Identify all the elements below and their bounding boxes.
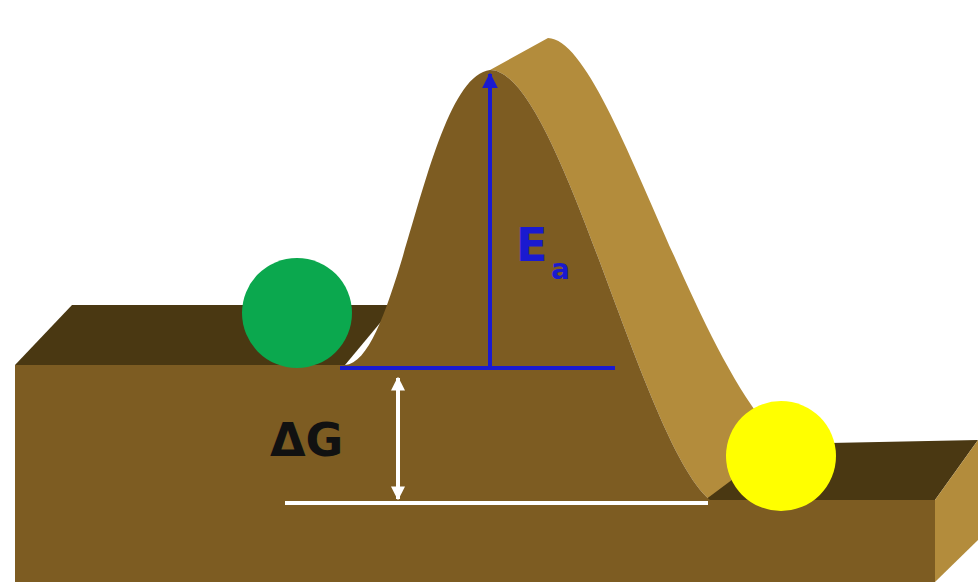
activation-arrow bbox=[488, 74, 492, 368]
delta-g-arrow bbox=[396, 378, 400, 499]
subscript-label: a bbox=[551, 256, 570, 284]
block-side bbox=[935, 440, 978, 582]
product-level-line bbox=[285, 501, 708, 505]
product-ball bbox=[726, 401, 836, 511]
baseline-line bbox=[340, 366, 615, 370]
reactant-ball bbox=[242, 258, 352, 368]
delta-g-label: ΔG bbox=[270, 417, 343, 463]
energy-symbol: E bbox=[516, 222, 547, 268]
block-front bbox=[15, 70, 935, 582]
